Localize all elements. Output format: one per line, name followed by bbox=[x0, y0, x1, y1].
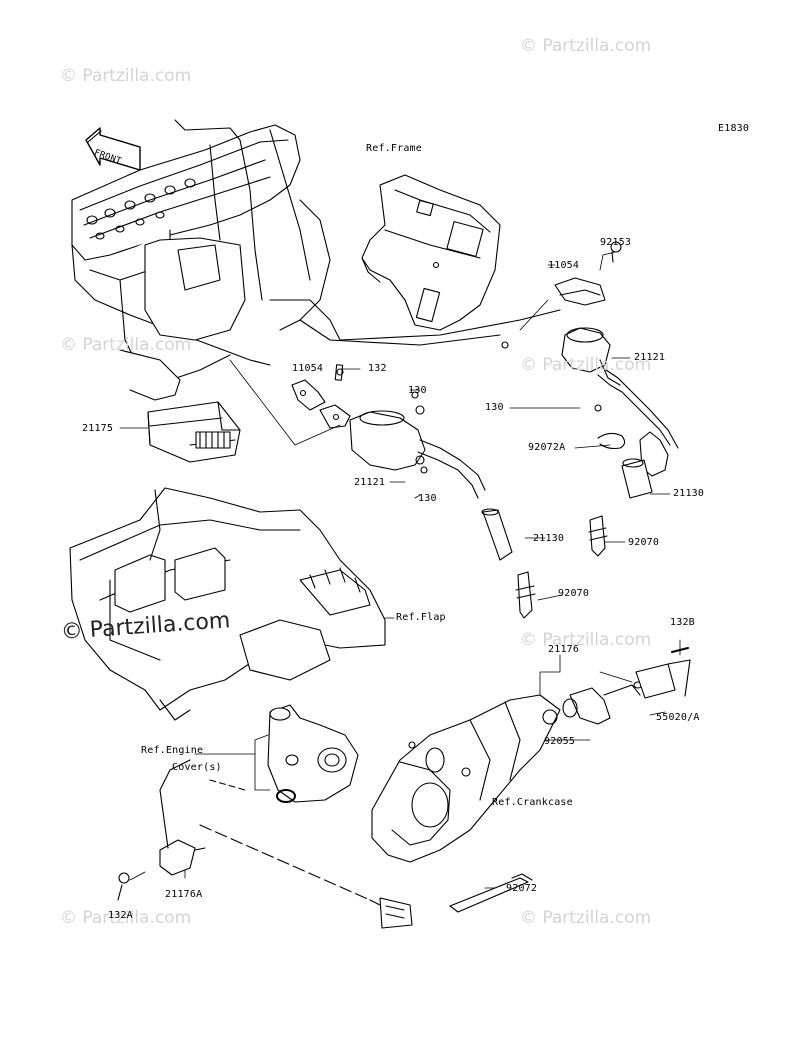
part-132: 132 bbox=[368, 363, 387, 374]
frame-assembly bbox=[71, 119, 561, 401]
tie-wrap-long bbox=[449, 873, 533, 913]
part-11054-left: 11054 bbox=[292, 363, 324, 374]
ref-flap-label: Ref.Flap bbox=[396, 612, 446, 623]
watermark: © Partzilla.com bbox=[520, 908, 652, 928]
part-21130-right: 21130 bbox=[673, 488, 705, 499]
part-11054-right: 11054 bbox=[548, 260, 580, 271]
crankcase bbox=[371, 694, 561, 863]
engine-cover bbox=[267, 704, 359, 803]
watermark: © Partzilla.com bbox=[60, 335, 192, 355]
part-92070-left: 92070 bbox=[558, 588, 590, 599]
sensor-21176A bbox=[117, 759, 413, 929]
ecu-box bbox=[147, 401, 241, 463]
part-21121-right: 21121 bbox=[634, 352, 666, 363]
part-130-right: 130 bbox=[485, 402, 504, 413]
watermark: © Partzilla.com bbox=[520, 630, 652, 650]
left-ignition-coil bbox=[291, 364, 486, 499]
part-21121-left: 21121 bbox=[354, 477, 386, 488]
ref-engine-cover-label: Ref.Engine bbox=[141, 745, 204, 756]
part-92072A: 92072A bbox=[528, 442, 566, 453]
part-21130-left: 21130 bbox=[533, 533, 565, 544]
watermark: © Partzilla.com bbox=[520, 36, 652, 56]
part-55020A: 55020/A bbox=[656, 712, 700, 723]
part-92055: 92055 bbox=[544, 736, 576, 747]
part-92153: 92153 bbox=[600, 237, 632, 248]
part-21175: 21175 bbox=[82, 423, 114, 434]
frame-bracket bbox=[361, 174, 509, 349]
crank-sensor bbox=[542, 647, 691, 725]
spark-plugs bbox=[515, 515, 608, 619]
diagram-code: E1830 bbox=[718, 123, 750, 134]
ref-frame-label: Ref.Frame bbox=[366, 143, 422, 154]
tie-wrap-small bbox=[597, 432, 626, 450]
part-130-upper: 130 bbox=[408, 385, 427, 396]
part-130-lower: 130 bbox=[418, 493, 437, 504]
watermark: © Partzilla.com bbox=[60, 66, 192, 86]
part-92070-right: 92070 bbox=[628, 537, 660, 548]
ref-crankcase-label: Ref.Crankcase bbox=[492, 797, 573, 808]
part-21176A: 21176A bbox=[165, 889, 203, 900]
ref-engine-cover-label-2: Cover(s) bbox=[172, 762, 222, 773]
watermark: © Partzilla.com bbox=[520, 355, 652, 375]
part-92072: 92072 bbox=[506, 883, 538, 894]
flap-panel bbox=[69, 487, 386, 721]
part-21176: 21176 bbox=[548, 644, 580, 655]
front-arrow-icon bbox=[85, 127, 141, 171]
right-ignition-coil bbox=[554, 241, 679, 449]
spark-plug-caps bbox=[481, 431, 669, 561]
part-132B: 132B bbox=[670, 617, 695, 628]
part-132A: 132A bbox=[108, 910, 133, 921]
watermark: © Partzilla.com bbox=[60, 908, 192, 928]
bolts bbox=[336, 368, 602, 474]
